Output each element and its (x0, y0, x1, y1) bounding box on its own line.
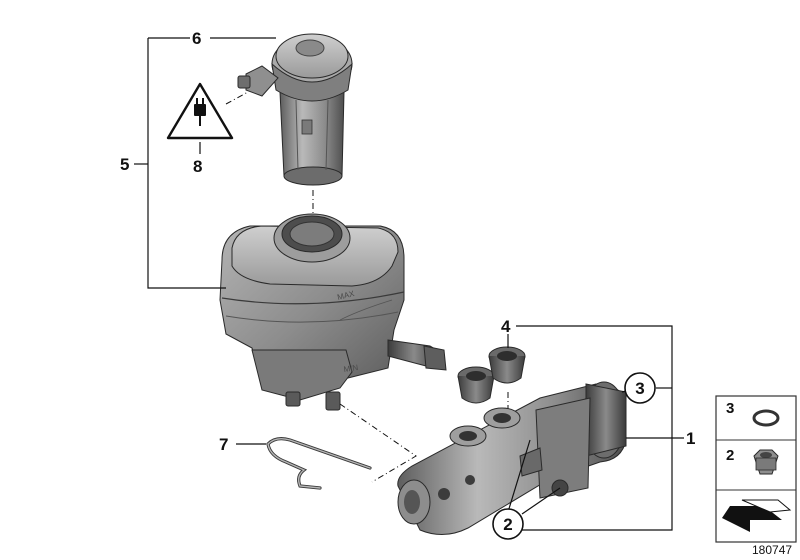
callout-4: 4 (501, 317, 511, 336)
master-brake-cylinder-part-1 (397, 381, 627, 535)
callout-2-lower-circle: 2 (0, 0, 9, 4)
sealing-grommets-part-4 (457, 346, 526, 404)
o-ring-icon (752, 409, 780, 427)
callout-6: 6 (192, 29, 201, 48)
leader-4 (516, 325, 673, 531)
retaining-clip-part-7 (266, 437, 372, 490)
warning-triangle-sensor-icon (166, 82, 234, 140)
callout-1: 1 (686, 429, 695, 448)
assembly-line-sensor (225, 91, 249, 105)
legend-item-2: 2 (726, 447, 779, 475)
leader-2-lower-b (521, 487, 561, 515)
legend-label-2: 2 (726, 447, 734, 464)
reference-number: 180747 (752, 543, 792, 557)
callout-3: 3 (635, 379, 644, 398)
assembly-line-clip (339, 403, 417, 483)
parts-legend: 3 2 (715, 395, 797, 543)
legend-label-3: 3 (726, 400, 734, 417)
callout-2-upper-circle: 2 (492, 508, 524, 540)
callout-8: 8 (193, 157, 202, 176)
callout-5: 5 (120, 155, 129, 174)
callout-3-circle: 3 (624, 372, 656, 404)
callout-7: 7 (219, 435, 228, 454)
legend-item-3: 3 (726, 400, 780, 427)
leader-5 (147, 38, 226, 289)
brake-fluid-reservoir-part-5: MAX MIN (219, 213, 447, 411)
callout-2-upper: 2 (503, 515, 512, 534)
reservoir-cap-part-6 (237, 33, 353, 186)
direction-arrow-icon (722, 499, 792, 532)
reservoir-min-label: MIN (343, 363, 359, 374)
reservoir-max-label: MAX (336, 289, 356, 302)
leader-2-lower (507, 439, 531, 513)
hex-nut-icon (753, 449, 779, 475)
